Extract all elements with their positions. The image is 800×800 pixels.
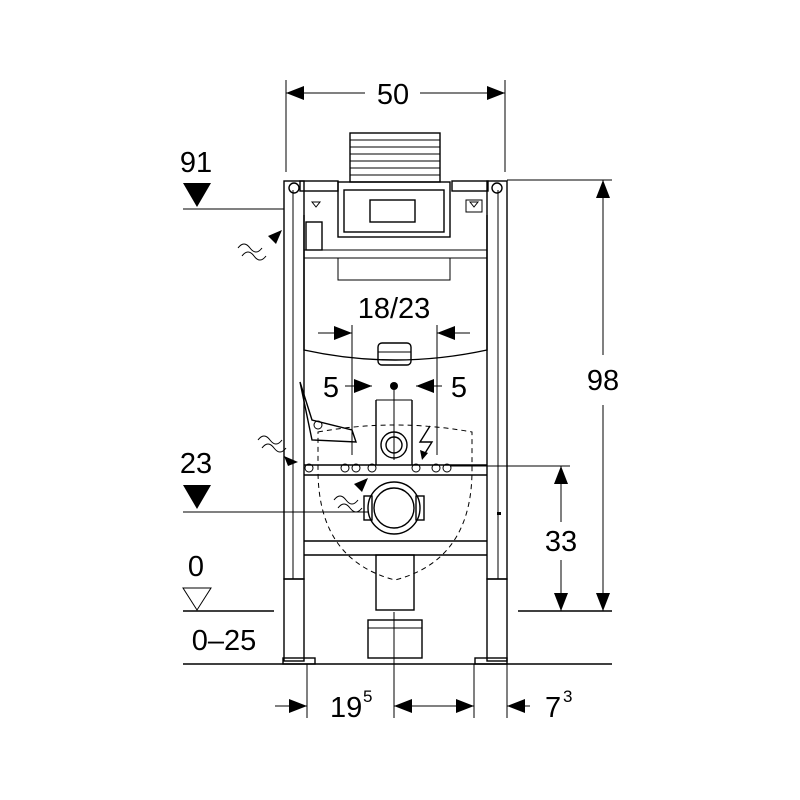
- cistern: [303, 132, 488, 366]
- width-label: 50: [377, 79, 409, 111]
- pipework: [299, 381, 501, 659]
- level-91-label: 91: [180, 147, 212, 179]
- level-23-marker: 23: [180, 448, 368, 513]
- depth-rear-sup: 3: [563, 687, 572, 706]
- offset-left-label: 5: [323, 372, 339, 404]
- level-0-label: 0: [188, 551, 204, 583]
- depth-dimension: 19 5 7 3: [275, 612, 572, 724]
- depth-rear-label: 7: [545, 692, 561, 724]
- mounting-frame: [282, 180, 508, 665]
- drain-height-label: 33: [545, 526, 577, 558]
- spacing-dimension: 18/23: [318, 293, 470, 455]
- offset-dimension: 5 5: [323, 372, 467, 460]
- depth-front-label: 19: [330, 692, 362, 724]
- water-inlet-icon-side: [257, 435, 298, 466]
- height-dimension: 98: [507, 179, 619, 611]
- floor-level-marker: 0 0–25: [182, 551, 612, 665]
- level-91-marker: 91: [180, 147, 284, 210]
- water-inlet-icon-top: [237, 230, 282, 261]
- drain-height-dimension: 33: [450, 465, 577, 611]
- power-supply-icon: [418, 425, 434, 460]
- depth-front-sup: 5: [363, 687, 372, 706]
- water-inlet-icon-drain: [333, 478, 368, 513]
- level-23-label: 23: [180, 448, 212, 480]
- offset-right-label: 5: [451, 372, 467, 404]
- width-dimension: 50: [285, 79, 506, 172]
- floor-range-label: 0–25: [192, 625, 257, 657]
- spacing-label: 18/23: [358, 293, 431, 325]
- height-label: 98: [587, 365, 619, 397]
